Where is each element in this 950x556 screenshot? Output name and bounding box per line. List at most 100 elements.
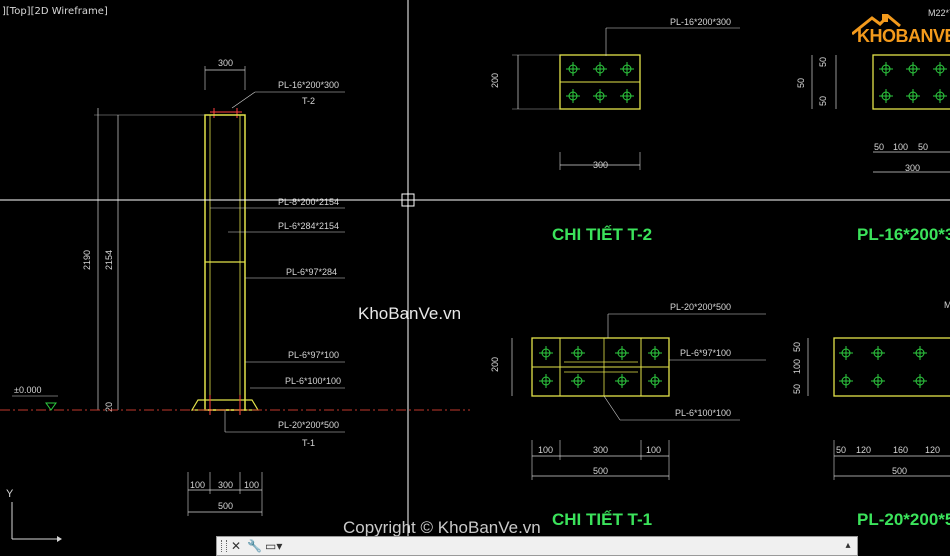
bolt-center-mark <box>539 374 553 388</box>
plate-16: M22*70 50 50 50 50 100 50 300 <box>796 8 950 173</box>
p16-bdim-1: 50 <box>874 142 884 152</box>
detail-t2: PL-16*200*300 200 300 <box>490 17 740 170</box>
bolt-center-mark <box>539 346 553 360</box>
p16-top-label: M22*70 <box>928 8 950 18</box>
plate-20: M 50 100 50 50 120 160 120 500 <box>792 300 950 480</box>
bolt-center-mark <box>566 89 580 103</box>
p16-title: PL-16*200*300 <box>857 225 950 244</box>
t2-bottom-dim: 300 <box>593 160 608 170</box>
p20-bdim-3: 160 <box>893 445 908 455</box>
t2-plate-label: PL-16*200*300 <box>670 17 731 27</box>
bolt-center-mark <box>879 62 893 76</box>
p16-bdim-2: 100 <box>893 142 908 152</box>
col-bdim-1: 100 <box>190 480 205 490</box>
viewport-label[interactable]: ][Top][2D Wireframe] <box>2 6 108 17</box>
bolt-center-mark <box>933 89 947 103</box>
stiff-plate-label: PL-6*97*284 <box>286 267 337 277</box>
khobanve-logo: KHOBANVE <box>851 12 950 52</box>
bolt-center-mark <box>839 374 853 388</box>
command-line[interactable]: ✕ 🔧 ▭▾ ▴ <box>216 536 858 556</box>
logo-text: KHOBANVE <box>857 26 950 46</box>
ucs-y-label: Y <box>6 488 14 500</box>
bolt-center-mark <box>615 346 629 360</box>
p20-bdim-total: 500 <box>892 466 907 476</box>
bolt-center-mark <box>839 346 853 360</box>
top-plate-label: PL-16*200*300 <box>278 80 339 90</box>
bolt-center-mark <box>906 62 920 76</box>
p16-side-2: 50 <box>796 78 806 88</box>
t2-left-dim: 200 <box>490 73 500 88</box>
crosshair-pickbox <box>401 193 415 207</box>
level-mark: ±0.000 <box>14 385 41 395</box>
bolt-center-mark <box>906 89 920 103</box>
t1-plate-label: PL-20*200*500 <box>670 302 731 312</box>
p16-side-3: 50 <box>818 96 828 106</box>
p20-bdim-2: 120 <box>856 445 871 455</box>
close-icon[interactable]: ✕ <box>230 539 242 553</box>
web-plate-label: PL-8*200*2154 <box>278 197 339 207</box>
t1-bdim-2: 300 <box>593 445 608 455</box>
ucs-icon: Y <box>2 484 62 549</box>
col-base-small: 20 <box>104 402 114 412</box>
bolt-marks <box>539 62 947 388</box>
t1-left-dim: 200 <box>490 357 500 372</box>
top-tag: T-2 <box>302 96 315 106</box>
column-elevation: 300 PL-16*200*300 T-2 <box>0 58 470 516</box>
p20-top-label: M <box>944 300 950 310</box>
bolt-center-mark <box>913 374 927 388</box>
t1-right-label: PL-6*97*100 <box>680 348 731 358</box>
t1-bdim-total: 500 <box>593 466 608 476</box>
base-stiff-1: PL-6*97*100 <box>288 350 339 360</box>
col-bdim-total: 500 <box>218 501 233 511</box>
bolt-center-mark <box>620 62 634 76</box>
command-history-icon[interactable]: ▴ <box>845 540 851 551</box>
bolt-center-mark <box>879 89 893 103</box>
watermark-bottom: Copyright © KhoBanVe.vn <box>343 518 541 537</box>
bolt-center-mark <box>593 89 607 103</box>
p20-bdim-4: 120 <box>925 445 940 455</box>
logo-house-icon <box>851 13 901 36</box>
t1-title: CHI TIẾT T-1 <box>552 510 652 529</box>
command-grip[interactable] <box>221 540 227 552</box>
command-input[interactable] <box>513 539 855 555</box>
p16-bdim-total: 300 <box>905 163 920 173</box>
base-tag: T-1 <box>302 438 315 448</box>
col-bdim-3: 100 <box>244 480 259 490</box>
col-bdim-2: 300 <box>218 480 233 490</box>
t1-bdim-3: 100 <box>646 445 661 455</box>
base-plate-label: PL-20*200*500 <box>278 420 339 430</box>
bolt-center-mark <box>571 346 585 360</box>
bolt-center-mark <box>615 374 629 388</box>
bolt-center-mark <box>871 346 885 360</box>
bolt-center-mark <box>648 346 662 360</box>
flange-plate-label: PL-6*284*2154 <box>278 221 339 231</box>
bolt-center-mark <box>933 62 947 76</box>
command-prompt-icon[interactable]: ▭▾ <box>265 539 283 553</box>
wrench-icon[interactable]: 🔧 <box>247 539 262 553</box>
p20-bdim-1: 50 <box>836 445 846 455</box>
bolt-center-mark <box>566 62 580 76</box>
t1-bdim-1: 100 <box>538 445 553 455</box>
bolt-center-mark <box>871 374 885 388</box>
p20-side-2: 100 <box>792 359 802 374</box>
col-h-inner: 2154 <box>104 250 114 270</box>
p20-side-3: 50 <box>792 384 802 394</box>
p20-side-1: 50 <box>792 342 802 352</box>
bolt-center-mark <box>648 374 662 388</box>
detail-t1: PL-20*200*500 PL-6*97*100 PL-6*100*100 2… <box>490 302 766 480</box>
col-h-total: 2190 <box>82 250 92 270</box>
t2-title: CHI TIẾT T-2 <box>552 225 652 244</box>
watermark-center: KhoBanVe.vn <box>358 304 462 323</box>
bolt-center-mark <box>593 62 607 76</box>
base-stiff-2: PL-6*100*100 <box>285 376 341 386</box>
bolt-center-mark <box>620 89 634 103</box>
col-width-dim: 300 <box>218 58 233 68</box>
bolt-center-mark <box>571 374 585 388</box>
p20-title: PL-20*200*500 <box>857 510 950 529</box>
t1-lower-label: PL-6*100*100 <box>675 408 731 418</box>
p16-side-1: 50 <box>818 57 828 67</box>
bolt-center-mark <box>913 346 927 360</box>
p16-bdim-3: 50 <box>918 142 928 152</box>
